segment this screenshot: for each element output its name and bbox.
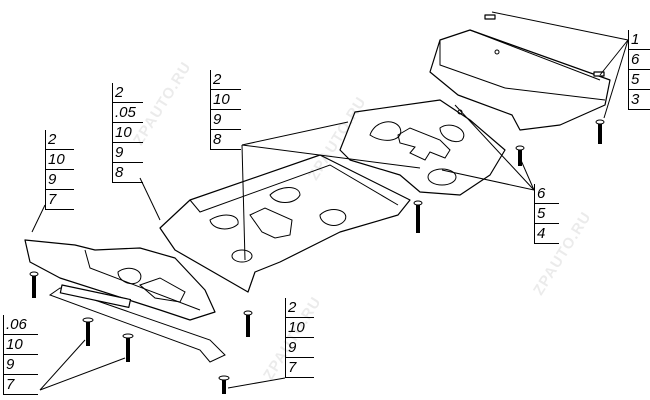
callout-mid-center: 2 10 9 8 xyxy=(210,70,241,150)
gearbox-plate xyxy=(159,154,411,293)
mounting-bracket-icon xyxy=(593,71,605,77)
callout-item: 9 xyxy=(286,338,314,358)
callout-item: 5 xyxy=(629,70,650,90)
callout-item: 10 xyxy=(286,318,314,338)
callout-item: 6 xyxy=(629,50,650,70)
callout-item: .06 xyxy=(4,315,38,335)
bolt-icon xyxy=(595,119,605,144)
leader-lines xyxy=(31,11,629,391)
bolts xyxy=(29,119,605,394)
bolt-icon xyxy=(218,375,230,394)
callout-item: 1 xyxy=(629,30,650,50)
callout-item: 4 xyxy=(535,224,559,244)
callout-bottom-left: .06 10 9 7 xyxy=(3,315,38,395)
callout-item: 10 xyxy=(46,150,74,170)
bolt-icon xyxy=(82,317,94,346)
bolt-icon xyxy=(515,145,525,166)
callout-item: 6 xyxy=(535,184,559,204)
callout-item: 10 xyxy=(4,335,38,355)
bolt-icon xyxy=(413,200,423,233)
transfer-case-plate xyxy=(339,99,506,196)
callout-item: 9 xyxy=(46,170,74,190)
callout-item: 2 xyxy=(46,130,74,150)
callout-item: 7 xyxy=(4,375,38,395)
callout-bottom-center: 2 10 9 7 xyxy=(285,298,314,378)
callout-mid-right: 6 5 4 xyxy=(534,184,559,244)
engine-plate xyxy=(24,239,226,363)
rear-skid-plate xyxy=(429,14,611,131)
callout-item: 7 xyxy=(46,190,74,210)
callout-top-right: 1 6 5 3 xyxy=(628,30,650,110)
callout-item: 9 xyxy=(211,110,241,130)
callout-item: 2 xyxy=(113,83,143,103)
callout-item: 2 xyxy=(286,298,314,318)
bolt-icon xyxy=(243,310,253,337)
callout-item: 5 xyxy=(535,204,559,224)
callout-item: 9 xyxy=(113,143,143,163)
callout-item: .05 xyxy=(113,103,143,123)
callout-item: 8 xyxy=(113,163,143,183)
callout-item: 2 xyxy=(211,70,241,90)
callout-item: 8 xyxy=(211,130,241,150)
callout-upper-left: 2 .05 10 9 8 xyxy=(112,83,143,183)
callout-item: 10 xyxy=(113,123,143,143)
callout-left: 2 10 9 7 xyxy=(45,130,74,210)
mounting-bracket-icon xyxy=(484,14,496,20)
callout-item: 3 xyxy=(629,90,650,110)
bolt-icon xyxy=(29,271,39,298)
bolt-icon xyxy=(122,333,134,362)
callout-item: 9 xyxy=(4,355,38,375)
callout-item: 10 xyxy=(211,90,241,110)
callout-item: 7 xyxy=(286,358,314,378)
